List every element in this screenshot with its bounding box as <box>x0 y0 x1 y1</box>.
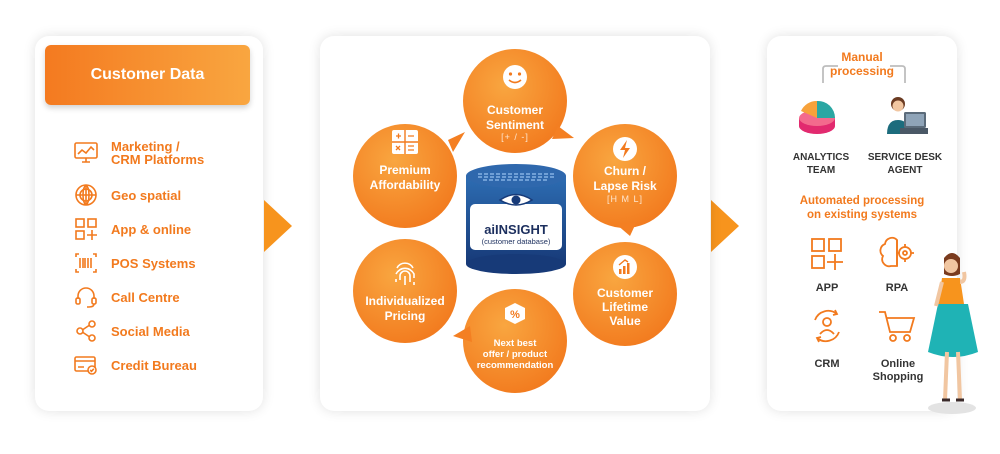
flow-arrow-right-2 <box>711 200 739 252</box>
lightning-icon <box>613 137 637 161</box>
ltv-title: Customer Lifetime Value <box>596 286 653 328</box>
customer-data-panel: Customer Data Marketing / CRM Platforms … <box>35 36 263 411</box>
source-marketing-crm: Marketing / CRM Platforms <box>73 140 204 166</box>
smiley-icon <box>503 65 527 89</box>
bubble-premium-affordability <box>353 124 465 228</box>
sentiment-sub: [+ / -] <box>501 132 529 142</box>
source-label: App & online <box>111 221 192 237</box>
monitor-chart-icon <box>74 142 98 163</box>
share-icon <box>76 320 96 342</box>
db-name: aiINSIGHT <box>484 222 548 237</box>
app-grid-icon <box>811 238 843 270</box>
service-agent-icon <box>887 97 928 134</box>
service-desk-agent-label: SERVICE DESK AGENT <box>867 152 943 176</box>
analytics-team-label: ANALYTICS TEAM <box>792 152 850 176</box>
processing-panel: Manual processing ANALYTICS TEAM SERVICE… <box>767 36 957 411</box>
growth-chart-icon <box>613 255 637 279</box>
sentiment-title: Customer Sentiment <box>485 103 544 132</box>
source-credit-bureau: Credit Bureau <box>73 352 197 378</box>
source-label: Geo spatial <box>111 187 182 203</box>
fingerprint-icon <box>395 262 415 285</box>
churn-sub: [H M L] <box>606 194 643 204</box>
svg-text:%: % <box>510 309 520 321</box>
source-label: Social Media <box>111 323 190 339</box>
source-pos-systems: POS Systems <box>73 250 196 276</box>
pricing-title: Individualized Pricing <box>365 294 445 323</box>
source-label: POS Systems <box>111 255 196 271</box>
brain-gear-icon <box>879 236 914 268</box>
insight-engine-panel: % Customer Sentiment [+ / -] Churn / Lap… <box>320 36 710 411</box>
globe-icon <box>75 184 97 206</box>
bubble-next-best-offer <box>453 289 567 393</box>
source-label: Call Centre <box>111 289 180 305</box>
woman-with-phone-illustration <box>928 253 978 414</box>
manual-bracket <box>822 65 906 83</box>
source-label: Marketing / CRM Platforms <box>111 139 205 167</box>
crm-cycle-icon <box>814 309 840 343</box>
app-grid-icon <box>75 218 97 240</box>
db-sub: (customer database) <box>481 237 551 246</box>
automated-processing-title: Automated processing on existing systems <box>799 195 925 221</box>
bubble-individualized-pricing <box>353 239 457 343</box>
source-call-centre: Call Centre <box>73 284 180 310</box>
bubble-customer-sentiment <box>463 49 574 153</box>
bubble-churn-risk <box>573 124 677 236</box>
shopping-cart-icon <box>879 311 916 342</box>
source-geo-spatial: Geo spatial <box>73 182 181 208</box>
headset-icon <box>75 287 97 308</box>
database-cylinder <box>466 164 566 274</box>
manual-processing-title: Manual processing <box>829 50 895 78</box>
customer-data-header: Customer Data <box>45 45 250 105</box>
nbo-title: Next best offer / product recommendation <box>476 338 554 371</box>
bubble-graphic: % <box>353 49 677 393</box>
flow-arrow-right-1 <box>264 200 292 252</box>
bubble-customer-lifetime-value <box>573 242 677 346</box>
premium-title: Premium Affordability <box>369 163 441 192</box>
churn-title: Churn / Lapse Risk <box>593 164 657 193</box>
credit-card-icon <box>74 356 97 375</box>
source-social-media: Social Media <box>73 318 190 344</box>
percent-tag-icon: % <box>505 303 525 324</box>
crm-label: CRM <box>814 358 840 370</box>
source-label: Credit Bureau <box>111 357 197 373</box>
online-shopping-label: Online Shopping <box>872 358 924 383</box>
app-label: APP <box>815 282 839 294</box>
rpa-label: RPA <box>885 282 909 294</box>
calculator-icon <box>392 130 418 154</box>
analytics-chart-icon <box>799 100 835 134</box>
barcode-icon <box>75 253 97 273</box>
source-app-online: App & online <box>73 216 191 242</box>
